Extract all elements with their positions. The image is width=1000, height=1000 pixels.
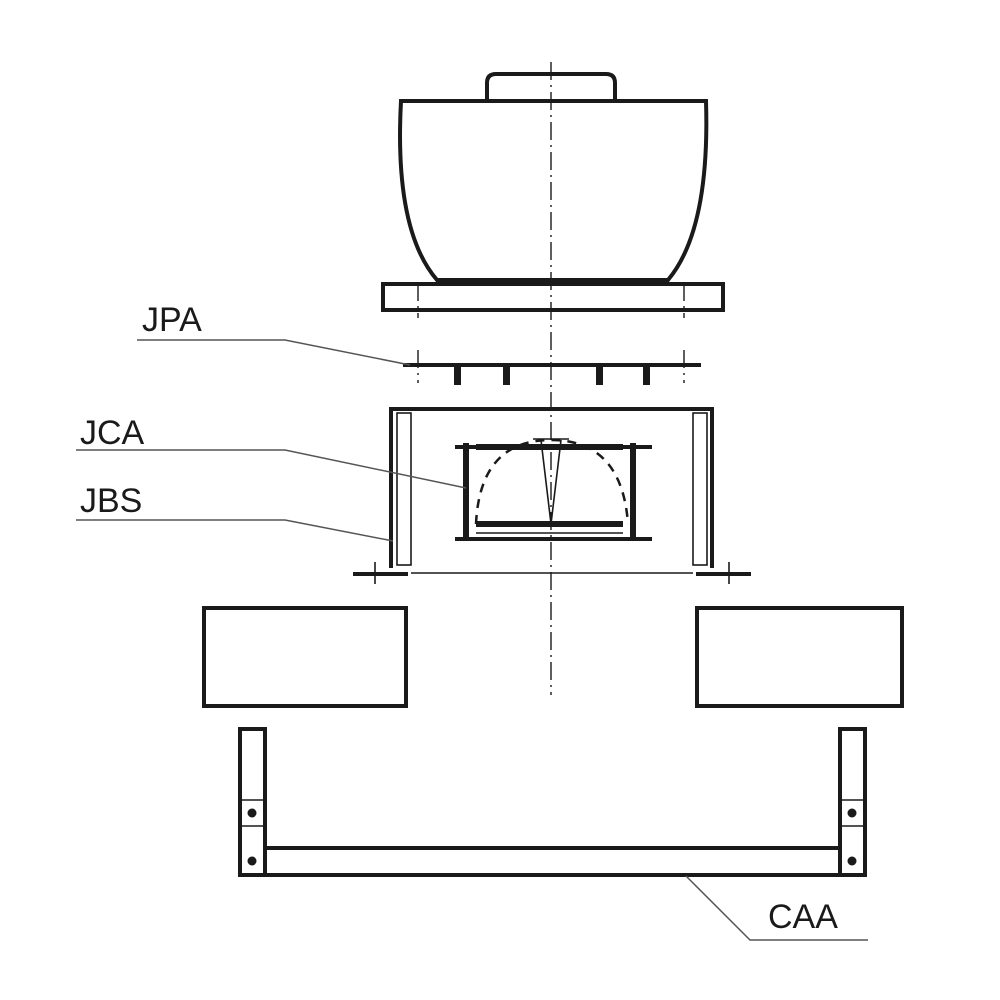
caa-leader [685, 875, 868, 941]
fan-base-plate [381, 282, 725, 312]
jpa-flange-plate [403, 350, 701, 385]
jpa-leader [137, 339, 411, 366]
label-jpa: JPA [142, 301, 202, 339]
jca-leader [76, 449, 467, 489]
fan-top-cap [485, 72, 617, 100]
roof-curb-right [695, 606, 904, 708]
fan-housing [398, 99, 709, 282]
label-jbs: JBS [80, 482, 142, 520]
label-jca: JCA [80, 414, 145, 452]
jbs-leader [76, 519, 394, 542]
caa-frame [238, 727, 867, 877]
jbs-base-socket [353, 407, 751, 584]
label-caa: CAA [768, 898, 838, 936]
jca-damper [455, 438, 652, 541]
roof-fan [381, 72, 725, 318]
roof-curb-left [202, 606, 408, 708]
